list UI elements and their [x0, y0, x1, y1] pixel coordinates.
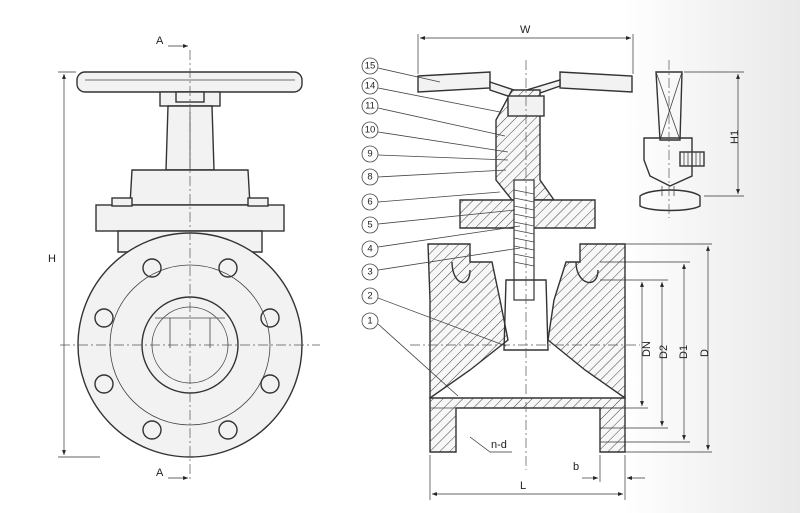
svg-text:9: 9	[367, 149, 372, 160]
dim-label-W: W	[520, 24, 531, 36]
callout-2: 2	[361, 287, 507, 347]
callout-11: 11	[361, 97, 506, 137]
svg-text:15: 15	[365, 61, 376, 72]
callout-14: 14	[361, 77, 501, 113]
handwheel	[76, 71, 303, 93]
dim-label-D1: D1	[678, 345, 690, 359]
body-right-section	[547, 243, 626, 400]
svg-text:2: 2	[367, 291, 372, 302]
dim-label-H1: H1	[729, 130, 741, 144]
dim-label-b: b	[573, 461, 579, 473]
front-view: H A A	[48, 35, 320, 480]
lower-body-section	[429, 397, 626, 453]
svg-text:3: 3	[367, 267, 372, 278]
body-left-section	[427, 243, 509, 400]
svg-text:10: 10	[365, 125, 376, 136]
callout-3: 3	[361, 247, 521, 281]
svg-text:6: 6	[367, 197, 372, 208]
section-mark-bottom: A	[156, 467, 164, 479]
bolt-holes	[94, 258, 280, 440]
svg-text:8: 8	[367, 172, 372, 183]
svg-text:1: 1	[367, 316, 372, 327]
dim-label-L: L	[520, 480, 526, 492]
svg-text:5: 5	[367, 220, 372, 231]
dim-label-D2: D2	[658, 345, 670, 359]
callout-4: 4	[361, 225, 521, 258]
svg-text:14: 14	[365, 81, 376, 92]
callout-5: 5	[361, 209, 516, 234]
callout-6: 6	[361, 191, 501, 211]
dim-label-n-d: n-d	[491, 439, 507, 451]
dim-label-DN: DN	[641, 341, 653, 357]
section-mark-top: A	[156, 35, 164, 47]
callout-8: 8	[361, 168, 507, 186]
section-view: W L b n-d DN D2 D1 D 1	[361, 24, 712, 500]
callout-15: 15	[361, 57, 441, 83]
handwheel-detail: H1	[639, 60, 744, 218]
callout-9: 9	[361, 145, 509, 163]
svg-text:11: 11	[365, 101, 375, 112]
svg-text:4: 4	[367, 244, 372, 255]
callout-1: 1	[361, 312, 459, 397]
dim-label-H: H	[48, 253, 56, 265]
callout-10: 10	[361, 121, 509, 153]
part-callouts: 15 14 11 10 9	[361, 57, 521, 397]
dim-label-D: D	[699, 349, 711, 357]
